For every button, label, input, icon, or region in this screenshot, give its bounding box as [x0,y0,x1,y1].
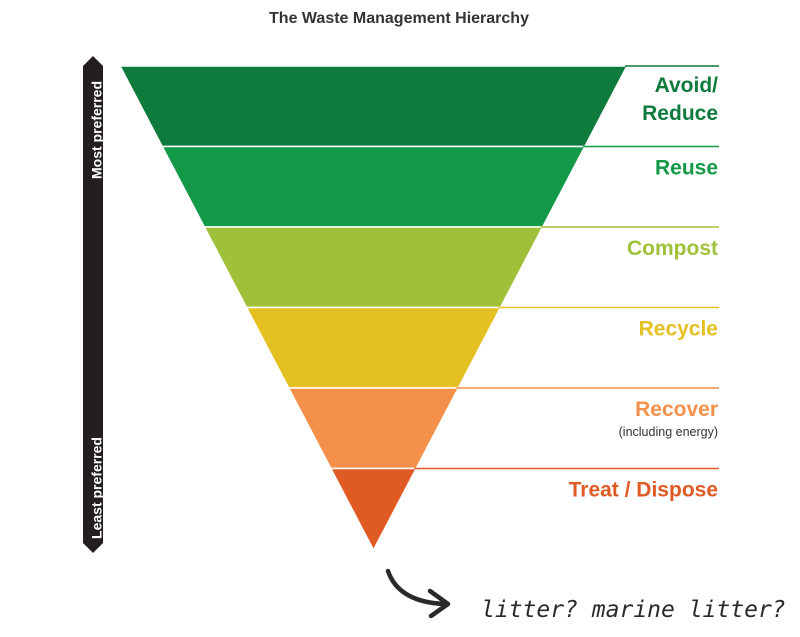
tier-band-4 [245,306,502,389]
tier-label-2-line-1: Reuse [655,157,718,180]
pyramid-tiers [118,65,629,552]
tier-band-5 [287,387,460,470]
annotation-text: litter? marine litter? [481,597,786,623]
tier-band-3 [203,226,544,309]
tier-label-1-line-1: Avoid/ [655,74,719,97]
axis-top-label: Most preferred [89,81,105,179]
diagram-title: The Waste Management Hierarchy [269,10,529,27]
tier-label-4-line-1: Recycle [639,318,718,341]
tier-label-3-line-1: Compost [627,237,718,260]
tier-band-6 [329,467,418,552]
tier-band-2 [160,145,587,228]
preference-axis-bar [83,56,103,553]
axis-bottom-label: Least preferred [89,437,105,539]
tier-label-6-line-1: Treat / Dispose [569,479,718,502]
tier-label-1-line-2: Reduce [642,102,718,125]
tier-band-1 [118,65,629,148]
curved-arrow-icon [385,568,451,619]
tier-label-5-line-1: Recover [635,398,718,421]
tier-sublabel-5: (including energy) [619,425,718,439]
preference-axis: Most preferred Least preferred [83,56,105,553]
